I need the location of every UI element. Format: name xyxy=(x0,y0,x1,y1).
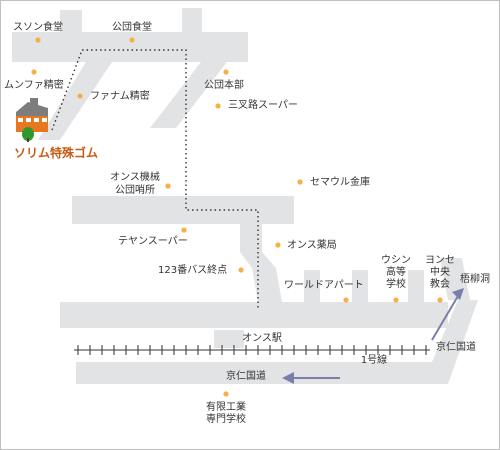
road-stub-2 xyxy=(352,270,368,304)
label-goryudong: 梧柳洞 xyxy=(460,274,490,285)
label-line: 1号線 xyxy=(360,355,388,366)
label-yonse-1: ヨンセ xyxy=(425,255,455,266)
label-sansaro: 三叉路スーパー xyxy=(228,100,298,111)
label-onsu-yakkyoku: オンス薬局 xyxy=(287,240,337,251)
dot-kodan-honbu xyxy=(223,69,229,75)
label-station: オンス駅 xyxy=(242,333,282,344)
label-munfa: ムンファ精密 xyxy=(4,80,64,91)
dot-suson xyxy=(35,37,41,43)
label-onsu-kikai-2: 公団哨所 xyxy=(115,185,155,196)
road-bottom-horizontal xyxy=(60,302,448,328)
factory-building-icon xyxy=(16,98,48,142)
label-usin-3: 学校 xyxy=(386,279,406,290)
label-kodan-shokudo: 公団食堂 xyxy=(112,22,152,33)
label-onsu-kikai-1: オンス機械 xyxy=(110,172,160,183)
label-bus: 123番バス終点 xyxy=(158,265,228,276)
dot-usin xyxy=(393,297,399,303)
dot-world-apt xyxy=(343,297,349,303)
company-name: ソリム特殊ゴム xyxy=(14,146,99,160)
label-yonse-2: 中央 xyxy=(430,267,450,278)
railway xyxy=(74,345,430,355)
dot-onsu-yakkyoku xyxy=(275,242,281,248)
road-vertical-top xyxy=(182,8,202,40)
label-suson: スソン食堂 xyxy=(13,22,63,33)
road-curve-right xyxy=(240,222,282,302)
landmark-dots xyxy=(31,37,443,397)
road-lower-left xyxy=(214,330,244,348)
dot-onsu-kikai xyxy=(165,183,171,189)
label-fanam: ファナム精密 xyxy=(90,91,150,102)
road-stub-1 xyxy=(304,270,320,304)
label-keijin-bottom: 京仁国道 xyxy=(226,371,266,382)
label-yugen-1: 有限工業 xyxy=(206,402,246,413)
label-world-apt: ワールドアパート xyxy=(284,280,364,291)
label-yugen-2: 専門学校 xyxy=(206,414,246,425)
dot-teyan xyxy=(181,227,187,233)
dot-sansaro xyxy=(215,103,221,109)
label-kodan-honbu: 公団本部 xyxy=(204,80,244,91)
dot-munfa xyxy=(31,69,37,75)
dot-kodan-shokudo xyxy=(129,37,135,43)
dot-fanam xyxy=(77,93,83,99)
label-semaul: セマウル金庫 xyxy=(310,177,370,188)
road-keijin-lower xyxy=(76,300,478,384)
label-keijin-right: 京仁国道 xyxy=(436,342,476,353)
road-vertical-left xyxy=(60,10,82,50)
dot-semaul xyxy=(297,179,303,185)
label-usin-2: 高等 xyxy=(386,267,406,278)
dot-yugen xyxy=(223,391,229,397)
arrow-to-west xyxy=(282,372,340,384)
label-teyan: テヤンスーパー xyxy=(118,236,188,247)
road-diagonal-middle xyxy=(150,58,230,128)
dot-yonse xyxy=(437,297,443,303)
label-yonse-3: 教会 xyxy=(430,279,450,290)
road-network xyxy=(12,8,478,384)
road-main-horizontal xyxy=(72,196,294,224)
arrow-to-goryudong xyxy=(431,288,464,341)
dot-bus xyxy=(238,267,244,273)
road-stub-3 xyxy=(408,270,424,304)
road-upper-horizontal xyxy=(12,32,248,62)
label-usin-1: ウシン xyxy=(381,255,411,266)
road-diagonal-left xyxy=(38,62,112,140)
